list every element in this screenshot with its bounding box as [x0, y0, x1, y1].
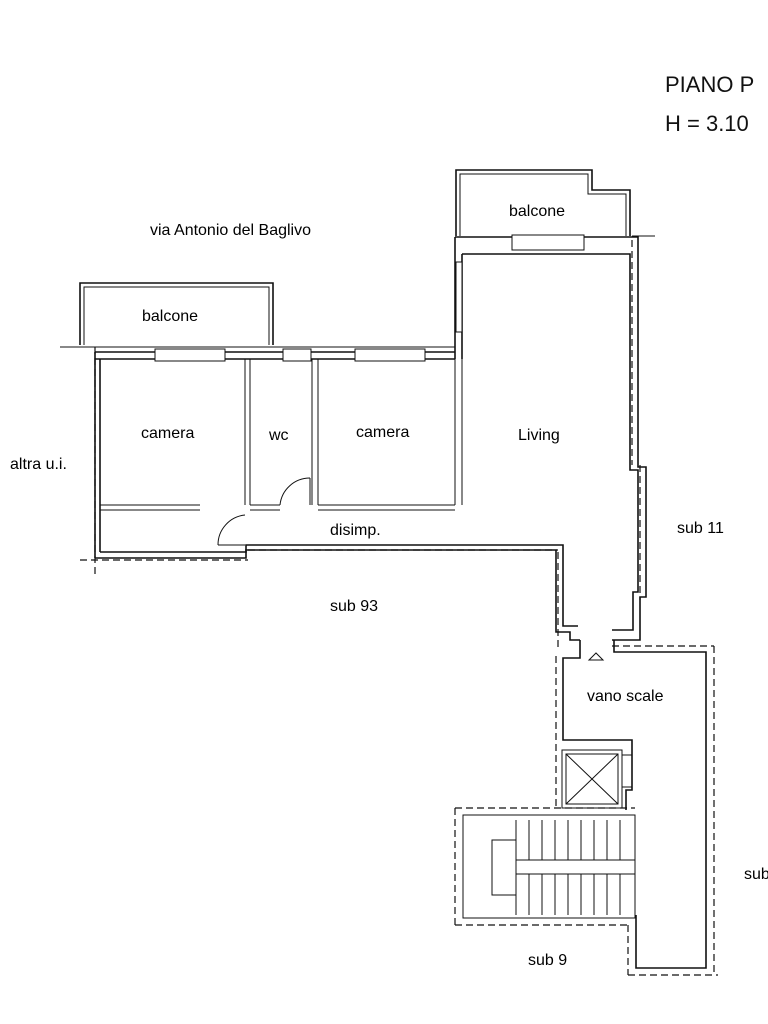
- room-label-disimp: disimp.: [330, 522, 381, 539]
- windows: [154, 234, 585, 362]
- room-label-camera-right: camera: [356, 424, 409, 441]
- adjacent-unit-label: altra u.i.: [10, 456, 67, 473]
- balcony-right-label: balcone: [509, 203, 565, 220]
- floor-title: PIANO P: [665, 72, 754, 97]
- boundary-lines: [80, 240, 718, 976]
- room-label-wc: wc: [268, 427, 289, 444]
- room-label-camera-left: camera: [141, 425, 194, 442]
- sub-right-label: sub: [744, 866, 768, 883]
- room-label-living: Living: [518, 427, 560, 444]
- balcony-right: [455, 169, 631, 236]
- height-label: H = 3.10: [665, 111, 749, 136]
- street-label: via Antonio del Baglivo: [150, 222, 311, 239]
- stair-core: [462, 640, 707, 969]
- sub9-label: sub 9: [528, 952, 567, 969]
- stair-room-label: vano scale: [587, 688, 664, 705]
- sub93-label: sub 93: [330, 598, 378, 615]
- balcony-left: [79, 282, 274, 345]
- sub11-label: sub 11: [677, 520, 724, 537]
- balcony-left-label: balcone: [142, 308, 198, 325]
